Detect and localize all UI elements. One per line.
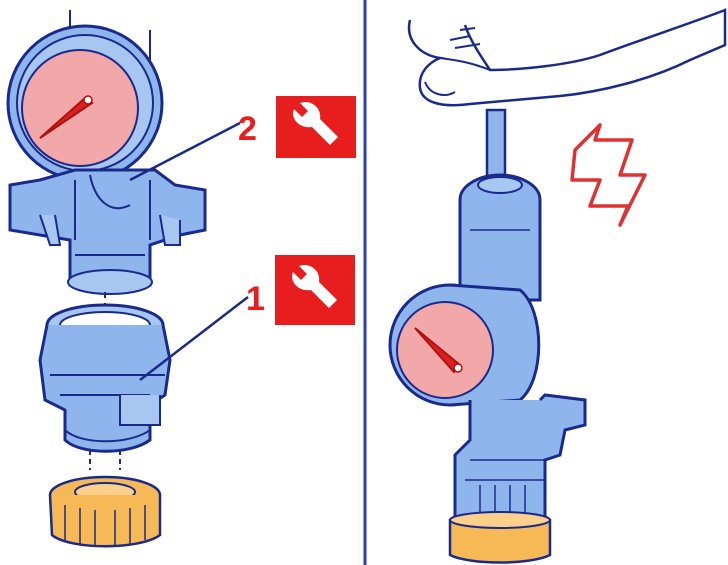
callout-2-leader: [129, 121, 241, 182]
tester-body: [8, 168, 207, 287]
tester-head-assembly: [6, 24, 207, 295]
tester-lower-body: [453, 393, 587, 522]
callout-1-number: 1: [246, 280, 265, 318]
callout-2-number: 2: [238, 110, 257, 148]
right-panel: [388, 8, 727, 564]
callout-2: 2: [238, 96, 356, 158]
callout-1-leader: [139, 296, 249, 381]
left-panel: 2 1: [6, 10, 356, 548]
pump-plunger: [485, 108, 507, 182]
hand: [407, 8, 727, 107]
radiator-cap: [48, 475, 162, 548]
pump-cylinder: [458, 173, 542, 302]
radiator-cap: [448, 511, 552, 564]
adapter-part: [38, 303, 172, 470]
wrench-icon: [293, 101, 338, 145]
wrench-icon: [292, 264, 337, 308]
pressure-gauge-face: [396, 301, 494, 399]
pressure-gauge: [388, 283, 541, 407]
callout-1: 1: [246, 255, 355, 325]
up-down-arrow-icon: [570, 123, 647, 227]
